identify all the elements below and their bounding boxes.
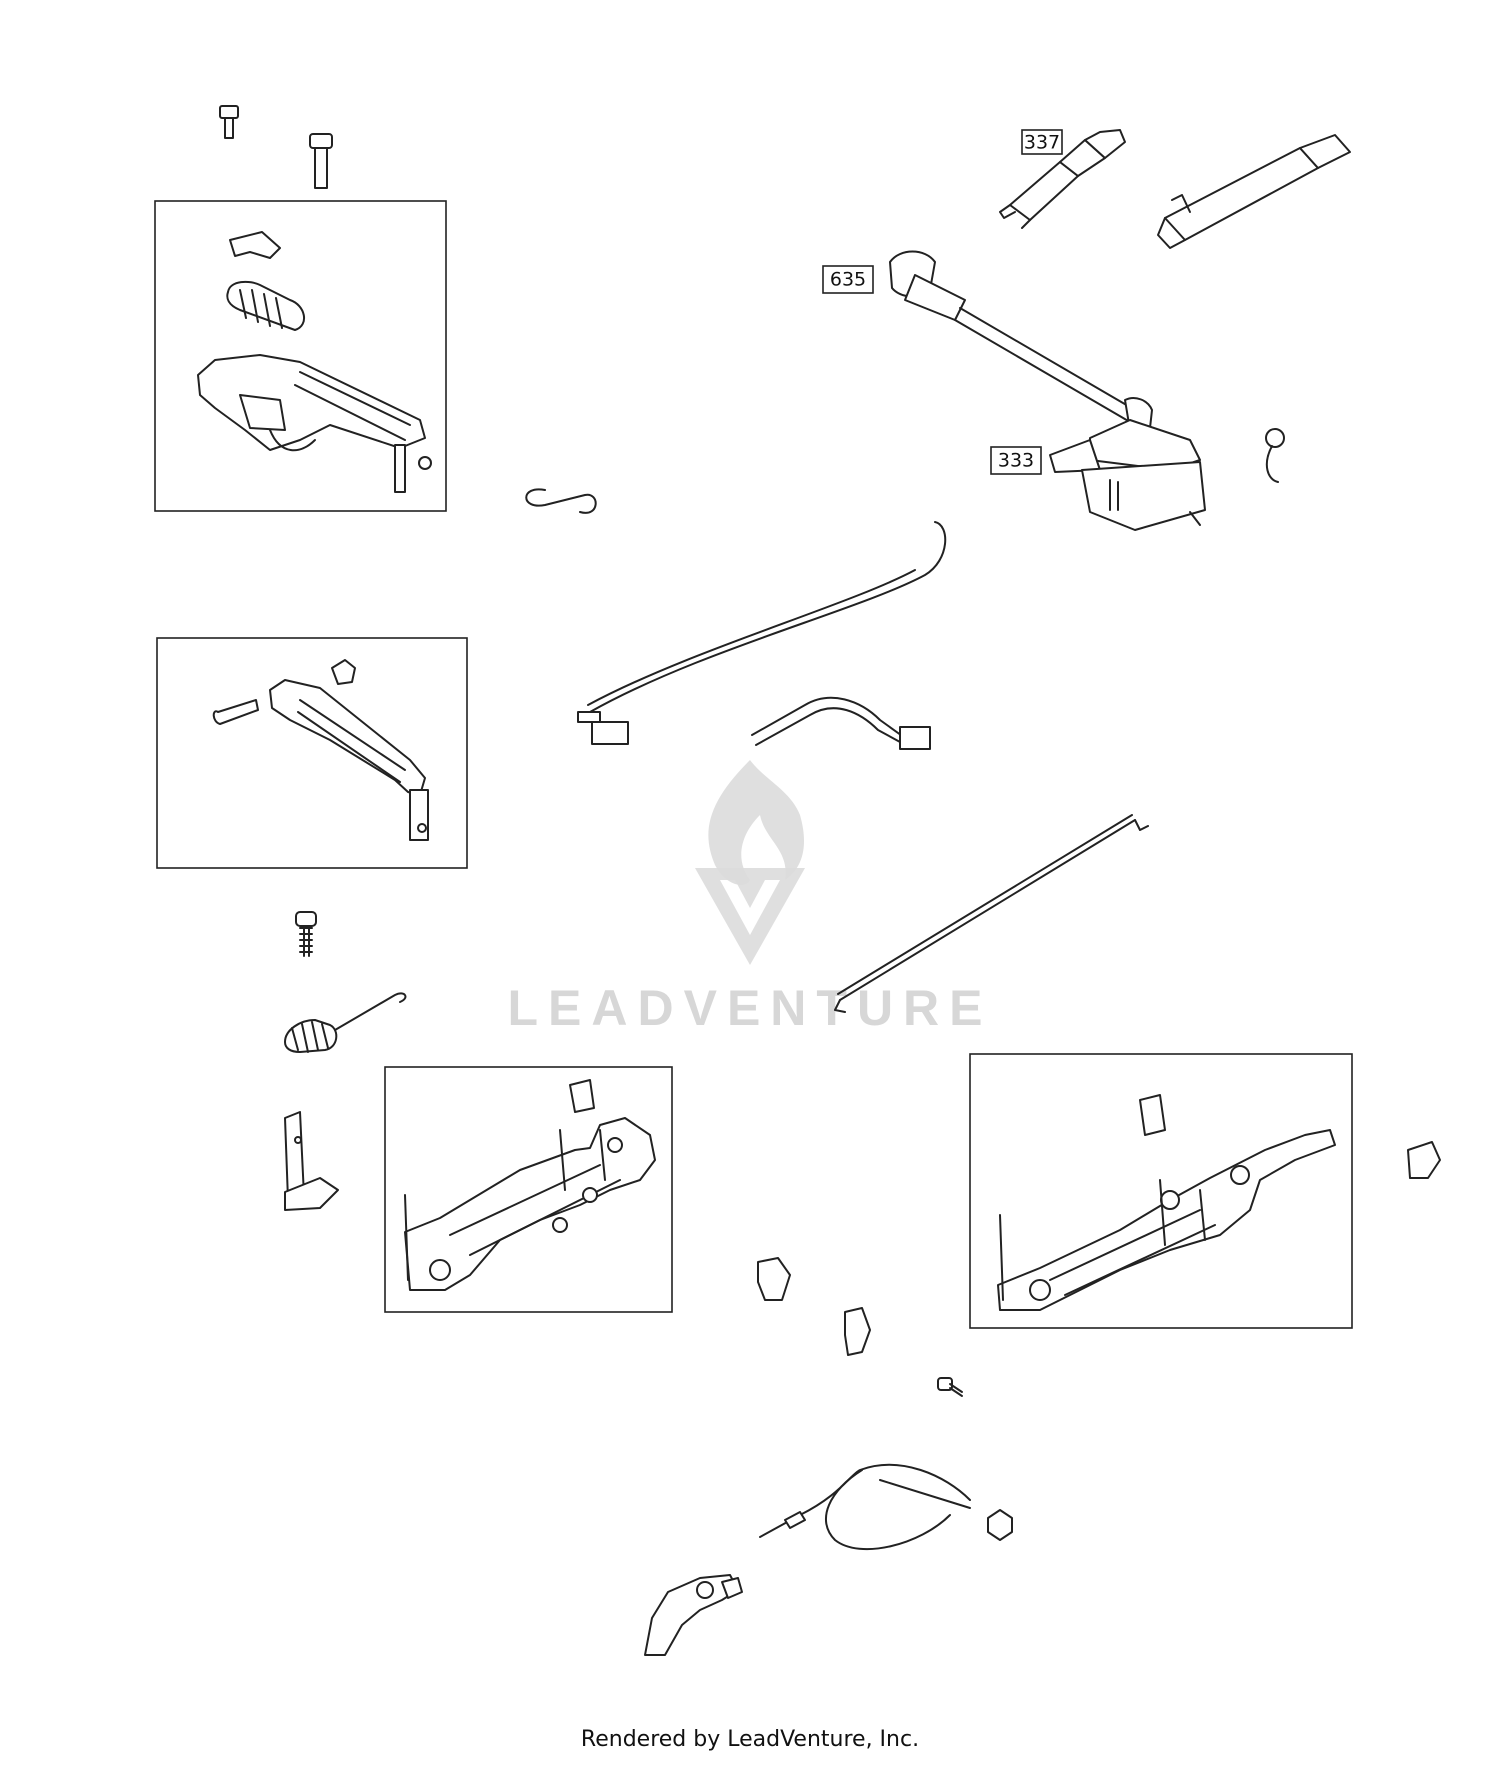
control-bracket-left[interactable] — [404, 1079, 656, 1291]
throttle-cable[interactable] — [759, 1463, 971, 1551]
governor-control-assembly[interactable] — [197, 231, 432, 493]
callout-635[interactable]: 635 — [822, 265, 874, 294]
screw-long[interactable] — [309, 133, 333, 189]
governor-spring[interactable] — [284, 992, 407, 1053]
throttle-lever-assembly[interactable] — [212, 659, 429, 841]
choke-rod[interactable] — [834, 814, 1149, 1013]
assembly-frame-governor-control — [154, 200, 447, 512]
screw-center[interactable] — [937, 1377, 963, 1397]
svg-text:333: 333 — [998, 450, 1034, 472]
assembly-frame-throttle-lever — [156, 637, 468, 869]
ignition-armature[interactable] — [889, 250, 1206, 531]
watermark-text: LEADVENTURE — [507, 980, 992, 1036]
v-logo-icon — [695, 868, 805, 965]
control-lever[interactable] — [644, 1574, 743, 1656]
hex-nut[interactable] — [987, 1509, 1013, 1541]
ground-wire[interactable] — [577, 521, 947, 745]
assembly-frame-control-bracket-left — [384, 1066, 673, 1313]
control-bracket-right[interactable] — [997, 1094, 1336, 1311]
svg-text:337: 337 — [1024, 132, 1060, 154]
foam-block[interactable] — [1407, 1141, 1441, 1179]
screw-spring-left[interactable] — [295, 911, 317, 957]
assembly-frame-control-bracket-right — [969, 1053, 1353, 1329]
leadventure-watermark: LEADVENTURE — [507, 760, 992, 1036]
screw-small[interactable] — [219, 105, 239, 139]
footer-credit: Rendered by LeadVenture, Inc. — [580, 1727, 920, 1752]
stop-switch-wire[interactable] — [751, 696, 931, 750]
flame-logo-icon — [708, 760, 805, 885]
svg-text:635: 635 — [830, 269, 866, 291]
retainer-pin[interactable] — [1265, 428, 1285, 483]
spark-plug[interactable] — [999, 129, 1126, 229]
support-bracket-left[interactable] — [284, 1111, 339, 1211]
link-rod-s[interactable] — [525, 488, 597, 514]
spark-plug-boot[interactable] — [1157, 134, 1351, 249]
callout-337[interactable]: 337 — [1021, 129, 1063, 155]
cable-clamp[interactable] — [757, 1257, 791, 1301]
callout-333[interactable]: 333 — [990, 446, 1042, 475]
cable-clip[interactable] — [844, 1307, 871, 1356]
